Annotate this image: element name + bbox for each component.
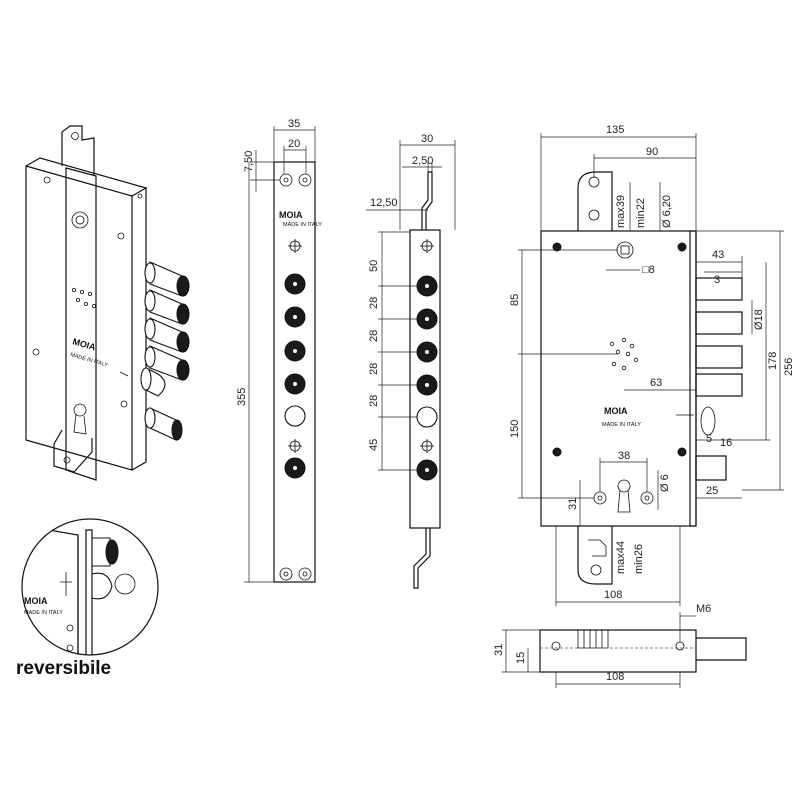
dim-height-150: 150 bbox=[509, 420, 521, 438]
dim-front-108: 108 bbox=[604, 589, 622, 601]
side-bolts bbox=[416, 239, 438, 481]
dim-height-256: 256 bbox=[783, 358, 795, 376]
dim-spindle: □8 bbox=[642, 264, 655, 276]
isometric-lock-view: MOIA MADE IN ITALY bbox=[25, 125, 190, 481]
dim-latch-16: 16 bbox=[720, 437, 732, 449]
dim-deadbolt-25: 25 bbox=[706, 485, 718, 497]
center-holes bbox=[609, 337, 639, 371]
dim-front-width: 135 bbox=[606, 124, 624, 136]
dim-screw-m6: M6 bbox=[696, 603, 711, 615]
dim-hub-edge: 90 bbox=[646, 146, 658, 158]
dim-side-spacing-1: 50 bbox=[368, 260, 380, 272]
dim-bolt-gap-2: 3 bbox=[714, 274, 720, 286]
reversible-caption: reversibile bbox=[16, 658, 111, 679]
dim-bolt-dia: Ø18 bbox=[753, 309, 765, 330]
iso-brand-logo: MOIA bbox=[71, 336, 97, 352]
dim-side-width: 30 bbox=[421, 133, 433, 145]
dim-side-spacing-2: 28 bbox=[368, 297, 380, 309]
dim-bottom-height-31: 31 bbox=[493, 644, 505, 656]
dim-side-top: 12,50 bbox=[370, 197, 398, 209]
dim-side-spacing-4: 28 bbox=[368, 363, 380, 375]
reversible-detail: MOIA MADE IN ITALY bbox=[21, 518, 159, 656]
dim-bottom-width-108: 108 bbox=[606, 671, 624, 683]
detail-made-in-label: MADE IN ITALY bbox=[24, 610, 63, 616]
front-made-in-label: MADE IN ITALY bbox=[602, 422, 641, 428]
side-view: 30 2,50 12,50 50 28 28 28 28 45 bbox=[366, 133, 456, 589]
dim-tab-min: min22 bbox=[635, 198, 647, 228]
dim-faceplate-inner: 20 bbox=[288, 138, 300, 150]
dim-latch-63: 63 bbox=[650, 377, 662, 389]
dim-side-spacing-3: 28 bbox=[368, 330, 380, 342]
dim-bottom-max: max44 bbox=[615, 541, 627, 574]
faceplate-made-in-label: MADE IN ITALY bbox=[283, 222, 322, 228]
detail-brand-logo: MOIA bbox=[24, 596, 48, 606]
dim-height-178: 178 bbox=[767, 352, 779, 370]
dim-faceplate-width: 35 bbox=[288, 118, 300, 130]
dim-hole-dia: Ø 6,20 bbox=[661, 195, 673, 228]
dim-side-spacing-5: 28 bbox=[368, 395, 380, 407]
dim-faceplate-height: 355 bbox=[236, 388, 248, 406]
faceplate-view: MOIA MADE IN ITALY 35 20 7,50 bbox=[236, 118, 322, 583]
dim-faceplate-top: 7,50 bbox=[243, 151, 255, 172]
dim-latch-5: 5 bbox=[706, 433, 712, 445]
dim-side-spacing-6: 45 bbox=[368, 439, 380, 451]
dim-side-offset: 2,50 bbox=[412, 155, 433, 167]
dim-tab-max: max39 bbox=[615, 195, 627, 228]
front-bolts bbox=[676, 277, 743, 481]
dim-height-85: 85 bbox=[509, 294, 521, 306]
iso-bolts bbox=[140, 261, 190, 441]
dim-cylinder-dia: Ø 6 bbox=[659, 474, 671, 492]
dim-bottom-31: 31 bbox=[567, 498, 579, 510]
faceplate-bolts bbox=[284, 273, 306, 479]
dim-cylinder-38: 38 bbox=[618, 450, 630, 462]
iso-made-in-label: MADE IN ITALY bbox=[69, 352, 108, 369]
dim-bolt-gap-1: 43 bbox=[712, 249, 724, 261]
dim-bottom-min: min26 bbox=[633, 544, 645, 574]
front-brand-logo: MOIA bbox=[604, 406, 628, 416]
front-view: □8 MOIA MADE IN ITALY 135 bbox=[509, 124, 795, 606]
dim-bottom-height-15: 15 bbox=[515, 652, 527, 664]
bottom-view: M6 31 15 108 bbox=[493, 603, 747, 688]
faceplate-brand-logo: MOIA bbox=[279, 210, 303, 220]
